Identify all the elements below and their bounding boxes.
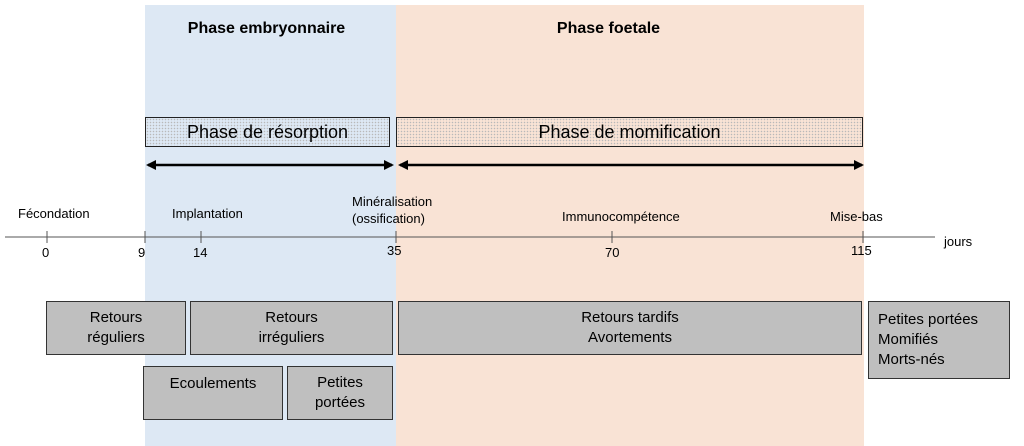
box-ecoulements: Ecoulements xyxy=(143,366,283,420)
event-mineralisation: Minéralisation (ossification) xyxy=(352,193,432,227)
tick-label-70: 70 xyxy=(605,245,620,260)
tick-label-35: 35 xyxy=(387,243,402,258)
box-issue-line1: Petites portées xyxy=(878,311,979,328)
box-petites-portees: Petites portées xyxy=(287,366,393,420)
box-retours-reguliers: Retours réguliers xyxy=(46,301,186,355)
tick-label-0: 0 xyxy=(42,245,50,260)
tick-label-9: 9 xyxy=(138,245,146,260)
event-fecondation: Fécondation xyxy=(18,206,90,221)
box-issue: Petites portées Momifiés Morts-nés xyxy=(868,301,1010,379)
box-petites-portees-line1: Petites xyxy=(317,374,363,391)
box-retours-irreguliers-line1: Retours xyxy=(265,309,318,326)
tick-label-115: 115 xyxy=(851,243,872,258)
event-mineralisation-line2: (ossification) xyxy=(352,211,425,226)
box-retours-tardifs-line2: Avortements xyxy=(588,329,672,346)
tick-label-14: 14 xyxy=(193,245,208,260)
event-immunocompetence: Immunocompétence xyxy=(562,209,680,224)
fetal-phase-title: Phase foetale xyxy=(556,20,661,37)
box-issue-line2: Momifiés xyxy=(878,331,939,348)
axis-unit-label: jours xyxy=(944,234,973,249)
event-mise-bas: Mise-bas xyxy=(830,209,883,224)
box-retours-reguliers-line2: réguliers xyxy=(87,329,145,346)
box-retours-tardifs-line1: Retours tardifs xyxy=(581,309,679,326)
box-issue-line3: Morts-nés xyxy=(878,351,945,368)
resorption-phase-box: Phase de résorption xyxy=(145,117,390,147)
box-retours-irreguliers: Retours irréguliers xyxy=(190,301,393,355)
box-petites-portees-line2: portées xyxy=(314,394,366,411)
event-implantation: Implantation xyxy=(172,206,243,221)
box-retours-reguliers-line1: Retours xyxy=(89,309,143,326)
box-retours-irreguliers-line2: irréguliers xyxy=(258,329,325,346)
box-retours-tardifs: Retours tardifs Avortements xyxy=(398,301,862,355)
embryonic-phase-title: Phase embryonnaire xyxy=(187,20,346,37)
momification-phase-box: Phase de momification xyxy=(396,117,863,147)
event-mineralisation-line1: Minéralisation xyxy=(352,194,433,209)
fetal-phase-background xyxy=(396,5,864,446)
box-ecoulements-line1: Ecoulements xyxy=(169,375,257,392)
